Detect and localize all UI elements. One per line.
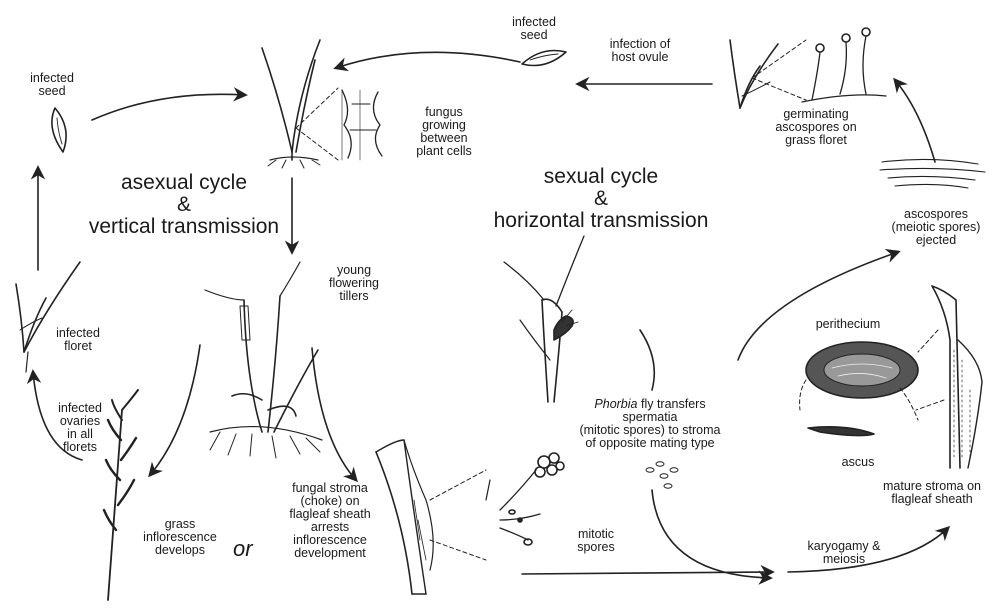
germinating-ascospores-sketch — [730, 28, 886, 108]
infected-seed-top-label: infected seed — [502, 16, 566, 42]
fungal-stroma-label: fungal stroma (choke) on flagleaf sheath… — [270, 482, 390, 560]
mitotic-spores-label: mitotic spores — [564, 528, 628, 554]
karyogamy-meiosis-label: karyogamy & meiosis — [794, 540, 894, 566]
infected-seedling-sketch — [262, 40, 382, 168]
infected-seed-left-sketch — [52, 108, 66, 152]
ascospores-ejected-label: ascospores (meiotic spores) ejected — [872, 208, 1000, 247]
phorbia-word: Phorbia — [594, 397, 637, 411]
spermatia-sketch — [646, 462, 678, 488]
mature-stroma-label: mature stroma on flagleaf sheath — [868, 480, 996, 506]
infected-seed-left-label: infected seed — [20, 72, 84, 98]
young-tillers-sketch — [205, 262, 322, 458]
perithecium-sketch — [800, 342, 918, 420]
infected-ovaries-label: infected ovaries in all florets — [44, 402, 116, 454]
arrow-phorbia-bracket — [640, 330, 654, 390]
fungal-stroma-sketch — [376, 440, 490, 594]
ascospores-sketch — [880, 159, 985, 188]
young-flowering-tillers-label: young flowering tillers — [312, 264, 396, 303]
perithecium-label: perithecium — [800, 318, 896, 331]
infected-floret-sketch — [16, 262, 80, 372]
or-connector: or — [233, 536, 253, 562]
infection-host-ovule-label: infection of host ovule — [592, 38, 688, 64]
infected-floret-label: infected floret — [42, 327, 114, 353]
stroma-with-fly-sketch — [504, 236, 584, 402]
arrow-fly-to-karyogamy — [652, 490, 770, 578]
arrow-tillers-to-stroma — [312, 348, 356, 480]
mitotic-spores-sketch — [500, 453, 564, 545]
sexual-cycle-title: sexual cycle & horizontal transmission — [470, 166, 732, 232]
arrow-seed-to-shoot — [92, 94, 245, 120]
arrow-tillers-to-inflorescence — [150, 345, 200, 475]
asexual-cycle-title: asexual cycle & vertical transmission — [72, 172, 296, 238]
germinating-ascospores-label: germinating ascospores on grass floret — [756, 108, 876, 147]
arrow-ascospores-to-germinating — [895, 80, 935, 162]
fungus-growing-label: fungus growing between plant cells — [398, 106, 490, 158]
grass-inflorescence-label: grass inflorescence develops — [130, 518, 230, 557]
mature-stroma-sketch — [916, 286, 982, 468]
arrow-host-ovule-to-shoot — [336, 52, 520, 68]
phorbia-fly-label: Phorbia fly transfers spermatia (mitotic… — [552, 398, 748, 450]
ascus-sketch — [808, 427, 874, 436]
ascus-label: ascus — [822, 456, 894, 469]
infected-seed-top-sketch — [522, 51, 566, 66]
